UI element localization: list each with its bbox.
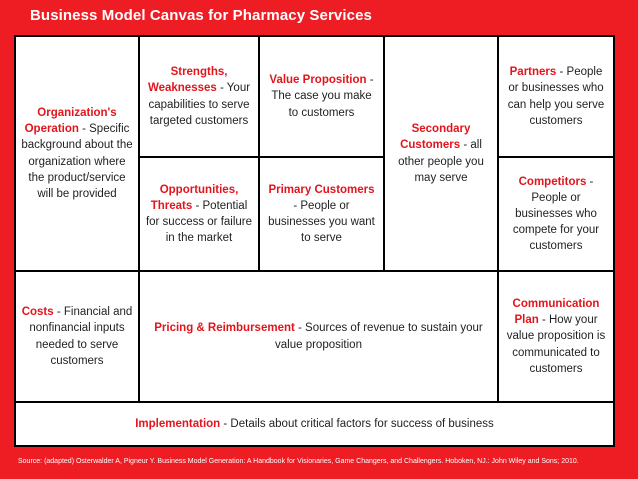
cell-keyword: Organization's Operation [24, 107, 117, 136]
cell-text: Strengths, Weaknesses - Your capabilitie… [145, 64, 253, 128]
cell-costs: Costs - Financial and nonfinancial input… [16, 272, 138, 401]
cell-description: - Specific background about the organiza… [21, 123, 133, 200]
cell-text: Value Proposition - The case you make to… [265, 72, 378, 120]
cell-text: Organization's Operation - Specific back… [21, 105, 133, 202]
cell-text: Opportunities, Threats - Potential for s… [145, 182, 253, 246]
cell-primary-customers: Primary Customers - People or businesses… [260, 158, 383, 270]
cell-text: Pricing & Reimbursement - Sources of rev… [145, 320, 492, 352]
cell-keyword: Partners [509, 66, 557, 79]
cell-keyword: Opportunities, Threats [150, 183, 239, 212]
cell-text: Secondary Customers - all other people y… [390, 121, 492, 185]
cell-description: - People or businesses who compete for y… [512, 175, 600, 253]
cell-text: Primary Customers - People or businesses… [265, 182, 378, 246]
cell-partners: Partners - People or businesses who can … [499, 37, 613, 156]
cell-keyword: Value Proposition [269, 74, 367, 87]
cell-description: - Details about critical factors for suc… [220, 417, 494, 430]
cell-strengths-weaknesses: Strengths, Weaknesses - Your capabilitie… [140, 37, 258, 156]
cell-keyword: Costs [21, 306, 54, 319]
cell-organization-operation: Organization's Operation - Specific back… [16, 37, 138, 270]
cell-description: - Sources of revenue to sustain your val… [275, 322, 483, 351]
cell-description: - The case you make to customers [271, 74, 374, 119]
cell-text: Communication Plan - How your value prop… [504, 296, 608, 376]
cell-implementation: Implementation - Details about critical … [16, 403, 613, 445]
cell-text: Competitors - People or businesses who c… [504, 174, 608, 254]
source-citation: Source: (adapted) Osterwalder A, Pigneur… [18, 458, 579, 465]
cell-keyword: Pricing & Reimbursement [154, 322, 295, 335]
canvas-grid: Organization's Operation - Specific back… [14, 35, 615, 447]
cell-keyword: Competitors [518, 175, 587, 188]
cell-description: - People or businesses who can help you … [507, 66, 605, 127]
cell-communication-plan: Communication Plan - How your value prop… [499, 272, 613, 401]
cell-text: Implementation - Details about critical … [135, 416, 494, 432]
cell-description: - all other people you may serve [398, 139, 484, 184]
cell-competitors: Competitors - People or businesses who c… [499, 158, 613, 270]
cell-description: - Your capabilities to serve targeted cu… [148, 82, 251, 127]
cell-description: - Potential for success or failure in th… [145, 199, 253, 245]
cell-value-proposition: Value Proposition - The case you make to… [260, 37, 383, 156]
cell-description: - How your value proposition is communic… [506, 314, 606, 375]
cell-keyword: Implementation [135, 417, 221, 430]
cell-keyword: Primary Customers [268, 183, 375, 196]
cell-text: Partners - People or businesses who can … [504, 64, 608, 128]
cell-keyword: Strengths, Weaknesses [147, 66, 228, 95]
cell-description: - Financial and nonfinancial inputs need… [29, 306, 133, 367]
cell-text: Costs - Financial and nonfinancial input… [21, 304, 133, 368]
slide-title: Business Model Canvas for Pharmacy Servi… [30, 7, 372, 24]
cell-pricing-reimbursement: Pricing & Reimbursement - Sources of rev… [140, 272, 497, 401]
cell-opportunities-threats: Opportunities, Threats - Potential for s… [140, 158, 258, 270]
cell-keyword: Communication Plan [512, 298, 600, 327]
cell-keyword: Secondary Customers [400, 123, 471, 152]
cell-secondary-customers: Secondary Customers - all other people y… [385, 37, 497, 270]
cell-description: - People or businesses you want to serve [268, 199, 375, 245]
